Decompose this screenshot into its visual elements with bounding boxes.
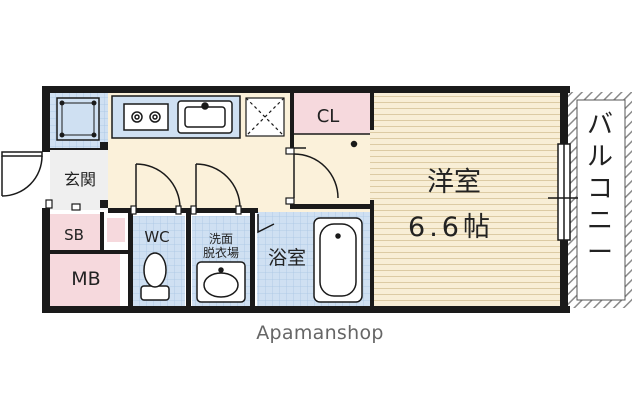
meter-box-floor	[50, 254, 120, 308]
stove-icon	[123, 103, 169, 131]
shoe-box-floor	[50, 214, 100, 250]
entrance-label: 玄関	[64, 170, 96, 189]
closet-floor	[294, 92, 370, 134]
meter-box-label: MB	[71, 268, 100, 290]
wash-basin-icon	[196, 261, 246, 303]
fridge-space-icon	[245, 97, 285, 137]
pink-cabinet	[107, 218, 125, 242]
balcony-window	[548, 143, 578, 241]
kitchen-sink-icon	[177, 100, 233, 134]
bathtub-icon	[313, 217, 363, 303]
bathroom-label: 浴室	[268, 247, 306, 269]
door-swing-icon	[135, 153, 339, 234]
toilet-icon	[140, 252, 170, 301]
washroom-label: 洗面脱衣場	[203, 232, 239, 260]
entrance-floor	[50, 148, 108, 210]
closet-shelf	[294, 133, 370, 149]
entrance-door-icon	[1, 151, 43, 197]
western-room-size: 6.6帖	[408, 212, 494, 243]
closet-label: CL	[317, 106, 340, 127]
shoe-box-label: SB	[64, 226, 84, 244]
balcony-label: バルコニー	[587, 110, 613, 268]
interior-walls	[46, 92, 374, 308]
toilet-label: WC	[144, 228, 169, 246]
door-jamb-markers	[45, 147, 295, 215]
balcony-inner	[576, 99, 626, 301]
floor-plan: 洋室 6.6帖 CL 玄関 SB MB WC 洗面脱衣場 浴室 バルコニー	[1, 86, 632, 313]
watermark-text: Apamanshop	[256, 322, 384, 344]
western-room-floor	[370, 92, 560, 308]
washing-machine-pan-icon	[56, 97, 100, 141]
western-room-name: 洋室	[427, 167, 481, 198]
